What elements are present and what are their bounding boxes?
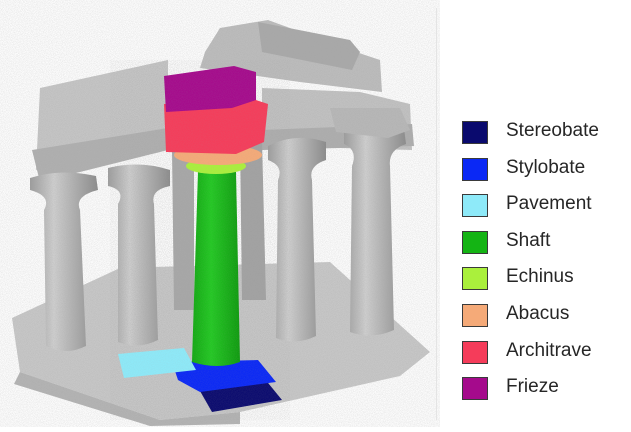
legend-item-architrave: Architrave xyxy=(462,336,627,373)
legend-item-stereobate: Stereobate xyxy=(462,116,627,153)
legend-label: Stylobate xyxy=(506,156,586,178)
legend-swatch xyxy=(462,267,488,291)
legend-swatch xyxy=(462,230,488,254)
divider-line xyxy=(436,8,437,420)
legend-label: Frieze xyxy=(506,376,559,398)
legend-item-frieze: Frieze xyxy=(462,372,627,409)
legend-item-abacus: Abacus xyxy=(462,299,627,336)
legend-swatch xyxy=(462,194,488,218)
legend-label: Echinus xyxy=(506,266,574,288)
legend-label: Stereobate xyxy=(506,120,599,141)
legend-item-echinus: Echinus xyxy=(462,262,627,299)
legend-swatch xyxy=(462,121,488,144)
temple-point-cloud-image xyxy=(0,0,440,427)
legend-label: Architrave xyxy=(506,339,592,361)
legend-swatch xyxy=(462,340,488,364)
legend-item-shaft: Shaft xyxy=(462,226,627,263)
legend-label: Shaft xyxy=(506,229,551,251)
legend-item-stylobate: Stylobate xyxy=(462,153,627,190)
legend-swatch xyxy=(462,377,488,401)
legend-swatch xyxy=(462,157,488,181)
legend-label: Abacus xyxy=(506,302,570,324)
legend-swatch xyxy=(462,303,488,327)
segment-noise xyxy=(110,60,290,420)
legend-label: Pavement xyxy=(506,193,592,215)
legend-item-pavement: Pavement xyxy=(462,189,627,226)
legend: Stereobate Stylobate Pavement Shaft Echi… xyxy=(462,116,627,409)
